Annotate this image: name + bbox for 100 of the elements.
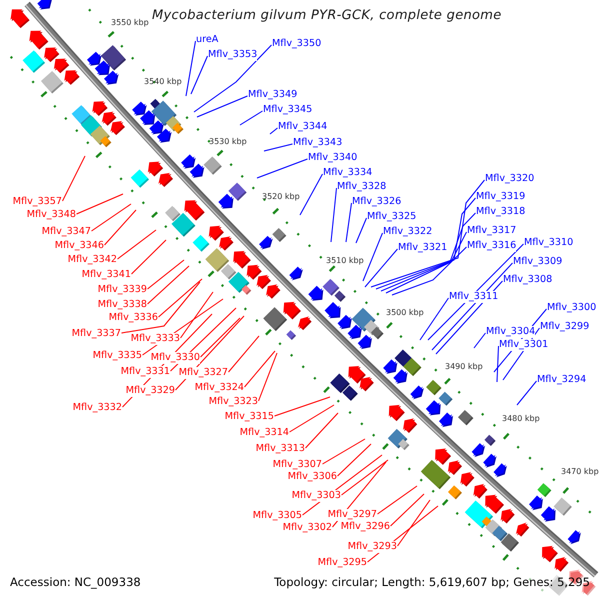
leader-line — [420, 298, 449, 340]
gene-label: Mflv_3314 — [240, 427, 289, 439]
gene-label: Mflv_3328 — [337, 181, 386, 193]
gene-label: Mflv_3337 — [72, 328, 121, 340]
leader-line — [240, 110, 263, 126]
leader-line — [258, 352, 278, 402]
gene-label: Mflv_3341 — [82, 269, 131, 281]
gene-label: Mflv_3302 — [282, 522, 332, 534]
leader-line — [158, 278, 202, 318]
leader-line — [337, 444, 372, 476]
gene-label: Mflv_3293 — [348, 541, 397, 553]
scale-label: 3480 kbp — [502, 414, 540, 424]
leader-line — [496, 346, 499, 382]
leader-line — [104, 210, 136, 246]
leader-line — [147, 260, 184, 290]
gene-label: Mflv_3301 — [499, 339, 548, 351]
leader-line — [305, 412, 338, 448]
gene-label: Mflv_3318 — [476, 206, 526, 218]
leader-line — [341, 460, 388, 496]
gene-label: Mflv_3345 — [263, 104, 312, 116]
leader-line — [362, 232, 383, 282]
scale-label: 3520 kbp — [262, 192, 300, 202]
gene-label: Mflv_3296 — [340, 521, 390, 533]
gene-label: Mflv_3339 — [98, 284, 147, 296]
gene-label: Mflv_3349 — [248, 89, 298, 101]
accession-text: Accession: NC_009338 — [10, 575, 141, 589]
gene-label: Mflv_3313 — [256, 443, 305, 455]
gene-label: Mflv_3307 — [272, 459, 322, 471]
scale-label: 3510 kbp — [326, 256, 364, 266]
gene-label: Mflv_3323 — [208, 396, 258, 408]
gene-label: Mflv_3309 — [513, 256, 562, 268]
gene-label: Mflv_3299 — [540, 321, 590, 333]
gene-label: Mflv_3335 — [92, 350, 142, 362]
leader-line — [376, 198, 476, 290]
leader-line — [270, 128, 278, 134]
gene-label: Mflv_3329 — [126, 385, 175, 397]
gene-label: Mflv_3331 — [120, 366, 170, 378]
gene-label: Mflv_3346 — [54, 240, 104, 252]
leader-line — [190, 56, 208, 94]
gene-label: Mflv_3348 — [26, 209, 76, 221]
gene-label: Mflv_3297 — [328, 509, 377, 521]
leader-line — [117, 230, 156, 260]
leader-line — [180, 292, 214, 338]
gene-label: Mflv_3322 — [383, 226, 432, 238]
leader-line — [194, 44, 272, 112]
leader-line — [274, 396, 330, 416]
gene-label: Mflv_3295 — [318, 557, 367, 569]
gene-label: Mflv_3315 — [224, 411, 274, 423]
gene-label: Mflv_3327 — [178, 367, 228, 379]
gene-label: Mflv_3334 — [323, 167, 372, 179]
gene-label: Mflv_3332 — [72, 402, 122, 414]
leader-line — [370, 180, 485, 288]
leader-line — [131, 240, 166, 274]
gene-label: Mflv_3357 — [12, 196, 62, 208]
leader-line — [186, 40, 196, 96]
gene-label: Mflv_3333 — [130, 333, 180, 345]
scale-label: 3490 kbp — [445, 362, 483, 372]
scale-label: 3500 kbp — [386, 308, 424, 318]
gene-label: Mflv_3343 — [293, 137, 342, 149]
scale-label: 3540 kbp — [144, 77, 182, 87]
gene-label: Mflv_3338 — [98, 299, 147, 311]
gene-label: Mflv_3353 — [208, 49, 258, 61]
leader-line — [289, 404, 334, 432]
gene-label: Mflv_3319 — [476, 191, 526, 203]
gene-label: Mflv_3320 — [485, 173, 534, 185]
leader-line — [76, 194, 124, 214]
scale-label: 3530 kbp — [209, 137, 247, 147]
gene-label: Mflv_3304 — [486, 326, 536, 338]
gene-label: Mflv_3321 — [398, 242, 448, 254]
leader-line — [228, 336, 260, 372]
leader-line — [196, 96, 248, 118]
leader-line — [121, 282, 200, 334]
map-title: Mycobacterium gilvum PYR-GCK, complete genome — [152, 8, 502, 24]
scale-label: 3550 kbp — [111, 18, 149, 28]
gene-label: Mflv_3310 — [524, 237, 574, 249]
leader-line — [244, 350, 276, 388]
gene-label: Mflv_3330 — [150, 352, 200, 364]
leader-line — [91, 204, 132, 232]
leader-line — [62, 156, 86, 202]
scale-label: 3470 kbp — [561, 467, 599, 477]
gene-label: Mflv_3324 — [194, 382, 244, 394]
gene-label: Mflv_3325 — [367, 211, 416, 223]
gene-label: Mflv_3347 — [42, 226, 91, 238]
leader-line — [264, 144, 293, 152]
leader-line — [147, 266, 190, 304]
leader-line — [397, 500, 430, 546]
gene-label: Mflv_3300 — [547, 302, 596, 314]
leader-line — [256, 158, 308, 178]
gene-label: Mflv_3336 — [108, 312, 158, 324]
gene-label: Mflv_3350 — [272, 38, 322, 50]
gene-label: Mflv_3317 — [467, 225, 516, 237]
leader-line — [364, 248, 398, 288]
gene-label: Mflv_3340 — [308, 152, 358, 164]
leader-line — [428, 244, 524, 340]
genome-stats-text: Topology: circular; Length: 5,619,607 bp; Genes: 5,295 — [274, 575, 590, 589]
leader-line — [377, 486, 418, 514]
gene-label: Mflv_3308 — [503, 274, 552, 286]
gene-label: Mflv_3316 — [467, 240, 516, 252]
leader-line — [356, 218, 367, 244]
leader-line — [200, 318, 240, 358]
